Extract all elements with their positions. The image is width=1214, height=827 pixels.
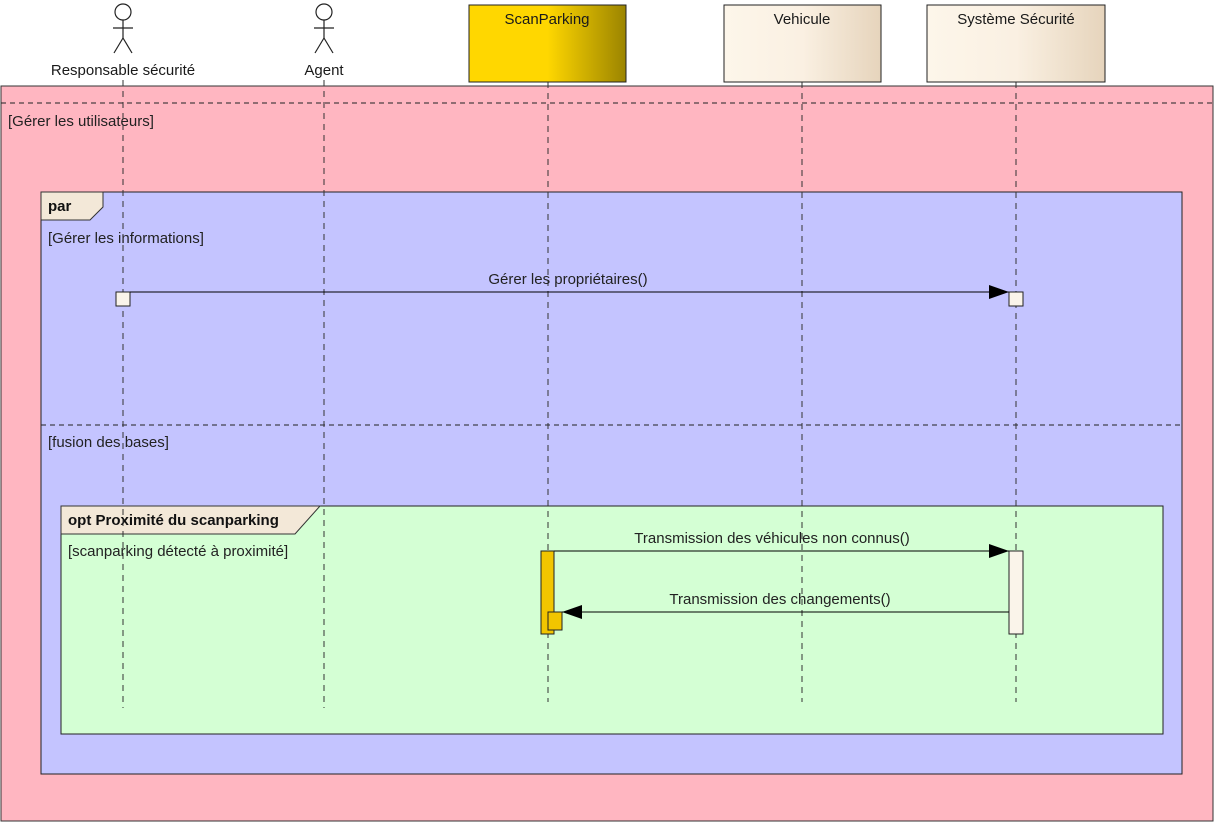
par-operator-label: par xyxy=(48,198,72,215)
activation-systeme-1 xyxy=(1008,291,1024,307)
activation-systeme-2 xyxy=(1008,550,1024,635)
activation-responsable xyxy=(115,291,131,307)
opt-operator-tag xyxy=(60,505,322,535)
opt-guard: [scanparking détecté à proximité] xyxy=(68,543,288,560)
message-transmission-vehicules-label: Transmission des véhicules non connus() xyxy=(634,530,909,547)
actor-responsable-icon xyxy=(113,3,133,54)
opt-fragment xyxy=(60,505,1164,735)
object-systeme-box xyxy=(926,4,1106,83)
par-operator-tag xyxy=(40,191,104,221)
actor-agent-label: Agent xyxy=(304,62,344,79)
message-transmission-changements-label: Transmission des changements() xyxy=(669,591,890,608)
object-vehicule-label: Vehicule xyxy=(774,11,831,28)
object-systeme-label: Système Sécurité xyxy=(957,11,1075,28)
par-guard-1: [Gérer les informations] xyxy=(48,230,204,247)
message-gerer-proprietaires-label: Gérer les propriétaires() xyxy=(488,271,647,288)
opt-operator-label: opt Proximité du scanparking xyxy=(68,512,279,529)
object-scanparking-label: ScanParking xyxy=(504,11,589,28)
activation-scanparking-nested xyxy=(547,611,563,631)
outer-guard-1: [Gérer les utilisateurs] xyxy=(8,113,154,130)
object-scanparking-box xyxy=(468,4,627,83)
par-guard-2: [fusion des bases] xyxy=(48,434,169,451)
object-vehicule-box xyxy=(723,4,882,83)
actor-agent-icon xyxy=(314,3,334,54)
actor-responsable-label: Responsable sécurité xyxy=(51,62,195,79)
